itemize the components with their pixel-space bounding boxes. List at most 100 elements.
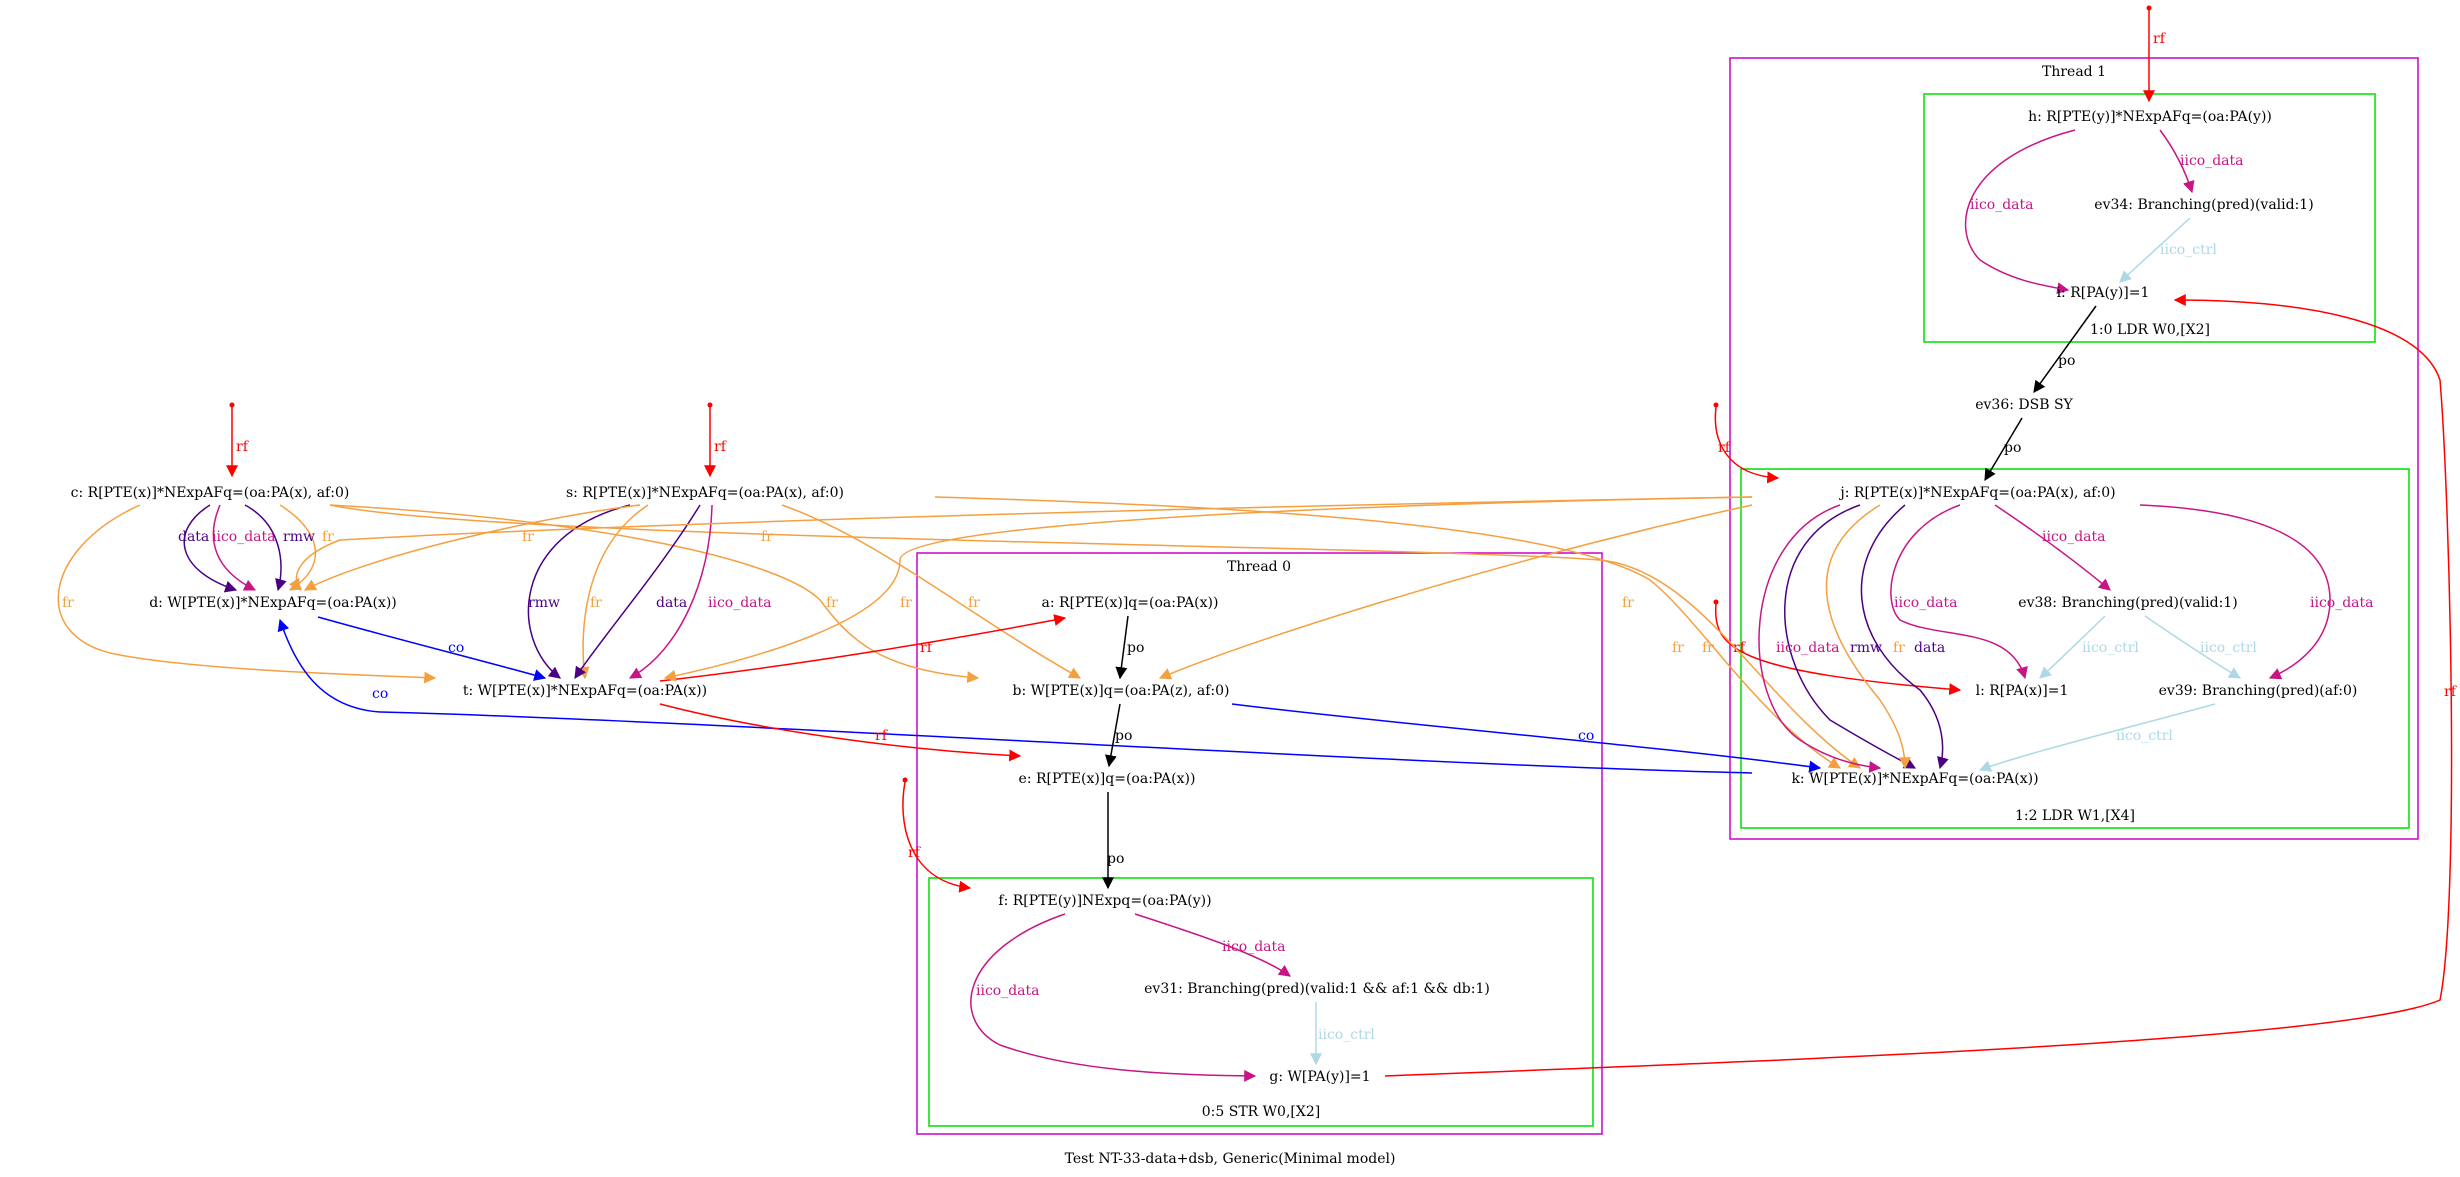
node-t[interactable]: t: W[PTE(x)]*NExpAFq=(oa:PA(x)) [463,683,707,699]
edge-iico-s-t [628,504,713,679]
label-data-j-k: data [1914,640,1945,656]
edge-ctrl-ev34-i [2119,217,2191,283]
edge-iico-c-d [212,504,257,591]
label-fr-c-k: fr [1672,640,1684,656]
instr-1-0-label: 1:0 LDR W0,[X2] [2090,322,2210,338]
label-co-k-d: co [372,686,388,702]
label-ctrl-ev38-ev39: iico_ctrl [2200,640,2257,656]
edge-fr-s-d [303,504,641,591]
edge-fr-s-k [934,496,1842,769]
edge-fr-c-b [329,504,980,684]
node-b[interactable]: b: W[PTE(x)]q=(oa:PA(z), af:0) [1013,683,1230,699]
edge-fr-s-t [577,504,649,680]
node-ev36[interactable]: ev36: DSB SY [1975,397,2073,413]
label-data-c-d: data [178,529,209,545]
node-a[interactable]: a: R[PTE(x)]q=(oa:PA(x)) [1042,595,1219,611]
edge-rmw-j-k [1784,504,1917,769]
node-j[interactable]: j: R[PTE(x)]*NExpAFq=(oa:PA(x), af:0) [1838,485,2115,501]
node-ev38[interactable]: ev38: Branching(pred)(valid:1) [2018,595,2237,611]
label-po-ev36-j: po [2004,440,2021,456]
nodes: c: R[PTE(x)]*NExpAFq=(oa:PA(x), af:0) s:… [71,109,2358,1085]
node-e[interactable]: e: R[PTE(x)]q=(oa:PA(x)) [1019,771,1196,787]
label-rf-init-h: rf [2153,31,2167,47]
label-fr-c-b: fr [826,595,838,611]
label-rf-init-j: rf [1718,440,1732,456]
label-iico-f-g: iico_data [976,983,1040,999]
edge-iico-f-ev31 [1134,913,1291,977]
node-c[interactable]: c: R[PTE(x)]*NExpAFq=(oa:PA(x), af:0) [71,485,350,501]
edge-rf-t-a [659,614,1067,682]
edge-rf-init-l [1714,603,1962,696]
graph-caption: Test NT-33-data+dsb, Generic(Minimal mod… [1065,1151,1396,1167]
node-ev39[interactable]: ev39: Branching(pred)(af:0) [2159,683,2358,699]
edge-iico-h-i [1964,129,2076,295]
edges [57,129,2453,1082]
label-rf-init-c: rf [236,439,250,455]
edge-labels: data iico_data rmw fr fr rmw fr data iic… [62,153,2458,1043]
label-rf-t-a: rf [920,640,934,656]
label-fr-j-k-1: fr [1622,595,1634,611]
label-po-b-e: po [1115,728,1132,744]
edge-po-ev36-j [1984,417,2023,482]
node-s[interactable]: s: R[PTE(x)]*NExpAFq=(oa:PA(x), af:0) [566,485,844,501]
edge-data-j-k [1860,504,1949,770]
node-g[interactable]: g: W[PA(y)]=1 [1269,1069,1370,1085]
label-ctrl-ev39-k: iico_ctrl [2116,728,2173,744]
edge-iico-h-ev34 [2159,129,2195,194]
label-po-i-ev36: po [2058,353,2075,369]
edge-co-k-d [277,618,1753,774]
edge-data-s-t [574,504,701,680]
node-l[interactable]: l: R[PA(x)]=1 [1976,683,2069,699]
thread1-label: Thread 1 [2042,64,2106,80]
instr-0-5-cluster: 0:5 STR W0,[X2] [928,877,1594,1127]
edge-fr-j-b [1158,504,1753,680]
thread1-cluster: Thread 1 [1729,57,2419,840]
label-fr-s-b: fr [968,595,980,611]
instr-1-0-box [1923,93,2376,343]
init-dot-j [1713,402,1719,408]
label-ctrl-ev31-g: iico_ctrl [1318,1027,1375,1043]
node-f[interactable]: f: R[PTE(y)]NExpq=(oa:PA(y)) [998,893,1211,909]
instr-0-5-box [928,877,1594,1127]
initial-write-markers: rf rf rf rf rf rf [226,5,2167,893]
label-rf-init-s: rf [714,439,728,455]
edge-iico-j-k [1758,504,1882,773]
node-h[interactable]: h: R[PTE(y)]*NExpAFq=(oa:PA(y)) [2028,109,2272,125]
edge-ctrl-ev38-ev39 [2144,615,2242,679]
init-dot-h [2146,5,2152,11]
edge-rmw-s-t [527,504,631,679]
label-fr-s-k: fr [1702,640,1714,656]
instr-1-2-box [1740,468,2410,829]
edge-rf-g-i [1384,294,2453,1077]
init-dot-s [707,402,713,408]
node-ev34[interactable]: ev34: Branching(pred)(valid:1) [2094,197,2313,213]
label-fr-s-t: fr [590,595,602,611]
node-ev31[interactable]: ev31: Branching(pred)(valid:1 && af:1 &&… [1144,981,1490,997]
edge-iico-j-l [1890,504,2028,680]
edge-fr-j-k [1825,504,1911,770]
label-iico-s-t: iico_data [708,595,772,611]
edge-rf-init-f [902,781,972,893]
label-data-s-t: data [656,595,687,611]
edge-po-i-ev36 [2033,305,2097,393]
edge-po-a-b [1115,615,1129,680]
node-i[interactable]: i: R[PA(y)]=1 [2057,285,2150,301]
edge-iico-j-ev38 [1994,504,2111,591]
thread1-box [1729,57,2419,840]
label-po-e-f: po [1107,851,1124,867]
init-dot-c [229,402,235,408]
edge-rf-t-e [659,703,1022,762]
thread0-cluster: Thread 0 [916,552,1603,1135]
label-co-d-t: co [448,640,464,656]
node-k[interactable]: k: W[PTE(x)]*NExpAFq=(oa:PA(x)) [1791,771,2038,787]
edge-fr-c-k [329,504,1861,769]
label-iico-j-ev39: iico_data [2310,595,2374,611]
node-d[interactable]: d: W[PTE(x)]*NExpAFq=(oa:PA(x)) [149,595,397,611]
label-rf-init-l: rf [1733,640,1747,656]
edge-iico-f-g [970,913,1257,1082]
instr-1-2-label: 1:2 LDR W1,[X4] [2015,808,2135,824]
edge-rf-init-j [1714,406,1780,484]
thread0-box [916,552,1603,1135]
edge-fr-j-t [663,496,1753,682]
edge-po-b-e [1104,703,1121,768]
